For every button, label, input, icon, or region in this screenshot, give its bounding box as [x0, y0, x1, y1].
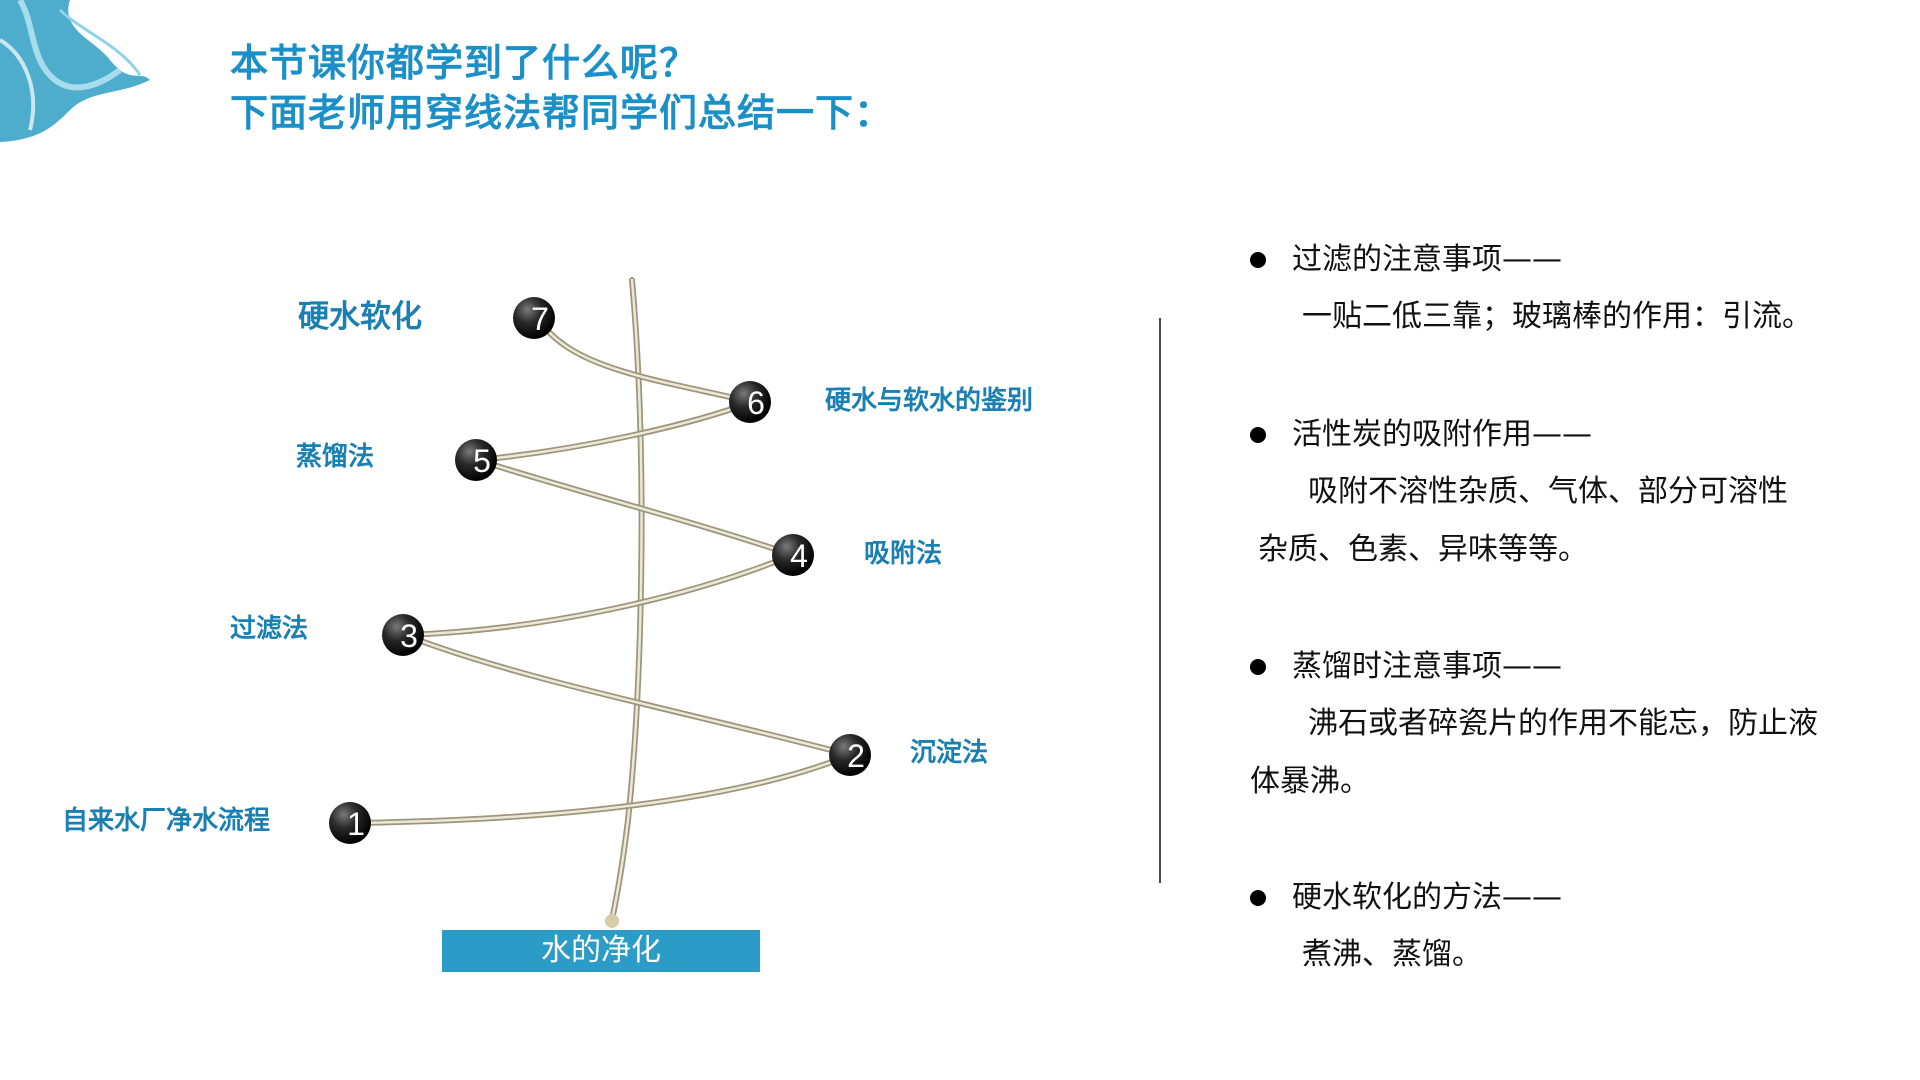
note-softening: 硬水软化的方法—— 煮沸、蒸馏。 — [1240, 878, 1900, 984]
bead-4-number: 4 — [790, 538, 808, 574]
bullet-icon — [1250, 890, 1266, 906]
bead-7: 7 — [513, 297, 555, 339]
note-line: 吸附不溶性杂质、气体、部分可溶性 — [1308, 474, 1788, 509]
note-line: 体暴沸。 — [1250, 764, 1370, 799]
note-filtering: 过滤的注意事项—— 一贴二低三靠；玻璃棒的作用：引流。 — [1240, 240, 1900, 346]
bead-6-number: 6 — [747, 385, 765, 421]
bead-1-number: 1 — [347, 806, 365, 842]
node-label-3: 过滤法 — [230, 614, 309, 644]
bullet-icon — [1250, 659, 1266, 675]
bead-2-number: 2 — [847, 738, 865, 774]
note-title: 活性炭的吸附作用—— — [1292, 417, 1592, 452]
node-label-5: 蒸馏法 — [296, 442, 375, 472]
zigzag-threads — [351, 316, 852, 826]
bead-1: 1 — [329, 802, 371, 844]
title-line-2: 下面老师用穿线法帮同学们总结一下： — [230, 91, 894, 135]
vertical-divider — [1159, 318, 1161, 883]
note-line: 杂质、色素、异味等等。 — [1258, 532, 1588, 567]
note-title: 过滤的注意事项—— — [1292, 242, 1562, 277]
page-title: 本节课你都学到了什么呢？ 下面老师用穿线法帮同学们总结一下： — [230, 38, 893, 138]
bullet-icon — [1250, 427, 1266, 443]
bead-2: 2 — [829, 734, 871, 776]
note-line: 沸石或者碎瓷片的作用不能忘，防止液 — [1308, 706, 1818, 741]
note-title: 硬水软化的方法—— — [1292, 880, 1562, 915]
bead-5-number: 5 — [473, 443, 491, 479]
note-distillation: 蒸馏时注意事项—— 沸石或者碎瓷片的作用不能忘，防止液 体暴沸。 — [1240, 647, 1900, 811]
node-label-2: 沉淀法 — [910, 738, 989, 768]
note-line: 煮沸、蒸馏。 — [1302, 937, 1482, 972]
title-line-1: 本节课你都学到了什么呢？ — [230, 41, 699, 85]
bead-3: 3 — [382, 614, 424, 656]
decorative-splash-image — [0, 0, 150, 142]
thread-diagram: 1 2 3 4 5 6 7 — [329, 277, 871, 928]
base-label-box: 水的净化 — [442, 930, 760, 972]
bead-5: 5 — [455, 439, 497, 481]
bullet-icon — [1250, 252, 1266, 268]
node-label-7: 硬水软化 — [298, 299, 422, 335]
note-line: 一贴二低三靠；玻璃棒的作用：引流。 — [1302, 299, 1812, 334]
node-label-1: 自来水厂净水流程 — [62, 806, 271, 836]
node-label-6: 硬水与软水的鉴别 — [825, 386, 1034, 416]
center-thread — [605, 277, 645, 928]
note-adsorption: 活性炭的吸附作用—— 吸附不溶性杂质、气体、部分可溶性 杂质、色素、异味等等。 — [1240, 415, 1900, 579]
note-title: 蒸馏时注意事项—— — [1292, 649, 1562, 684]
bead-6: 6 — [729, 381, 771, 423]
bead-7-number: 7 — [531, 301, 549, 337]
bead-4: 4 — [772, 534, 814, 576]
node-label-4: 吸附法 — [864, 539, 943, 569]
bead-3-number: 3 — [400, 618, 418, 654]
thread-knot — [605, 914, 619, 928]
